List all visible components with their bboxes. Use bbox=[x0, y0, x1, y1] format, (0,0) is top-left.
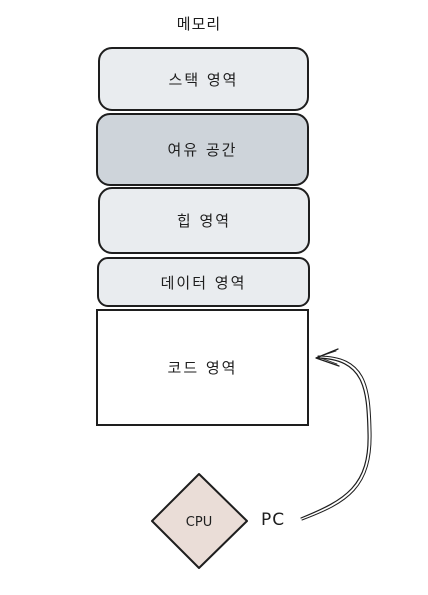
segment-data: 데이터 영역 bbox=[97, 257, 310, 307]
segment-free-space: 여유 공간 bbox=[96, 113, 309, 186]
cpu-diamond bbox=[151, 473, 248, 569]
pc-arrow-head bbox=[315, 348, 340, 367]
pc-arrow-line-sketch bbox=[301, 355, 372, 521]
pc-arrow bbox=[300, 348, 372, 521]
pc-arrow-head-sketch bbox=[317, 350, 338, 365]
segment-heap: 힙 영역 bbox=[98, 187, 310, 254]
pc-arrow-line bbox=[300, 357, 369, 519]
segment-stack-label: 스택 영역 bbox=[168, 70, 239, 89]
diagram-title: 메모리 bbox=[176, 15, 222, 33]
segment-stack: 스택 영역 bbox=[98, 47, 309, 111]
cpu-label: CPU bbox=[186, 515, 212, 530]
segment-heap-label: 힙 영역 bbox=[176, 212, 232, 230]
cpu-node: CPU bbox=[151, 473, 248, 569]
segment-code-label: 코드 영역 bbox=[167, 359, 238, 377]
segment-free-space-label: 여유 공간 bbox=[167, 141, 238, 159]
segment-code: 코드 영역 bbox=[96, 309, 309, 426]
segment-data-label: 데이터 영역 bbox=[160, 273, 247, 292]
pc-label: PC bbox=[261, 510, 286, 530]
